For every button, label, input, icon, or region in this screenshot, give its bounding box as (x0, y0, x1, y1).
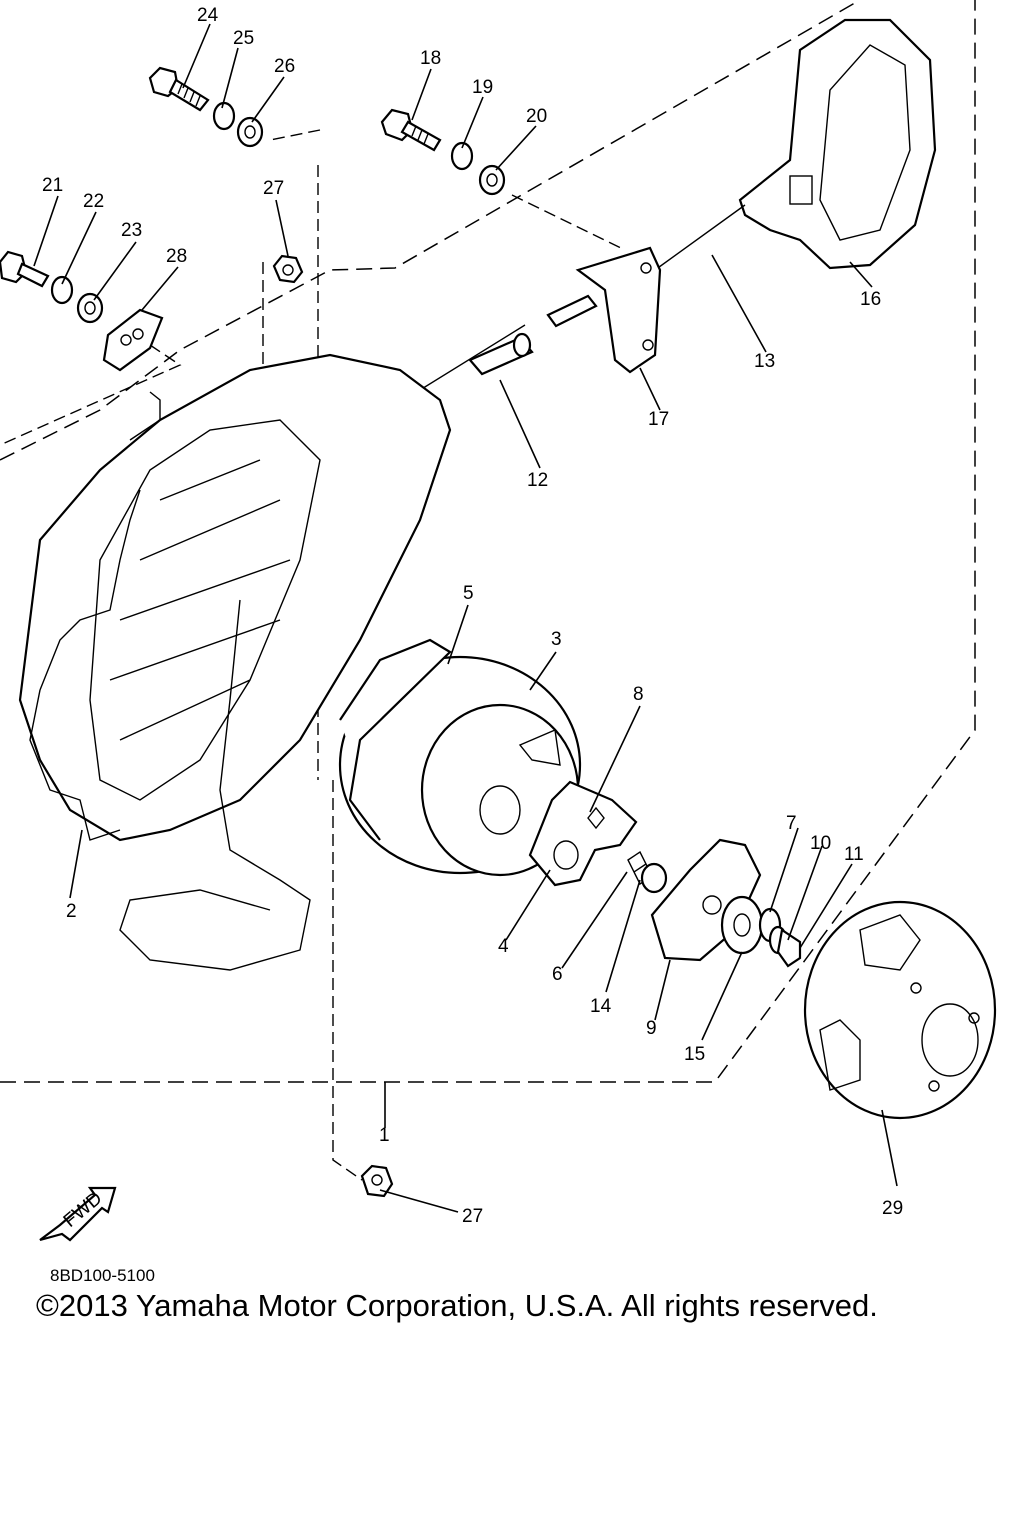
callout-3: 3 (551, 629, 562, 650)
callout-28: 28 (166, 246, 187, 267)
bolt-24 (148, 66, 210, 112)
return-spring-6 (627, 850, 668, 894)
callout-5: 5 (463, 583, 474, 604)
nut-27-lower (360, 1164, 394, 1198)
washer-26 (236, 116, 264, 148)
spring-washer-25 (212, 101, 236, 131)
bolt-21 (0, 250, 50, 288)
copyright-notice: ©2013 Yamaha Motor Corporation, U.S.A. A… (36, 1288, 878, 1323)
callout-25: 25 (233, 28, 254, 49)
callout-10: 10 (810, 833, 831, 854)
callout-14: 14 (590, 996, 612, 1017)
assembly-boundary (0, 0, 976, 1083)
stop-switch-wire (119, 599, 311, 971)
callout-27-upper: 27 (263, 178, 284, 199)
callout-24: 24 (197, 5, 219, 26)
callout-16: 16 (860, 289, 881, 310)
callout-11: 11 (844, 844, 864, 865)
callout-17: 17 (648, 409, 669, 430)
callout-20: 20 (526, 106, 547, 127)
callout-6: 6 (552, 964, 563, 985)
callout-13: 13 (754, 351, 775, 372)
washer-20 (478, 164, 506, 196)
pawl-spring-8 (587, 806, 605, 830)
starter-spring-5 (339, 638, 452, 841)
callout-2: 2 (66, 901, 77, 922)
spring-washer-22 (50, 275, 74, 305)
starter-case-1 (18, 353, 452, 842)
spring-washer-19 (450, 141, 474, 171)
callout-7: 7 (786, 813, 797, 834)
callout-9: 9 (646, 1018, 657, 1039)
callout-12: 12 (527, 470, 548, 491)
starter-handle-16 (738, 18, 937, 270)
bolt-11 (776, 928, 802, 968)
callout-27-lower: 27 (462, 1206, 483, 1227)
drive-pawl-4 (528, 780, 638, 887)
callout-23: 23 (121, 220, 142, 241)
washer-23 (76, 292, 104, 324)
drive-plate-29 (803, 900, 997, 1120)
starter-rope-13 (419, 204, 746, 391)
catalog-code: 8BD100-5100 (50, 1266, 155, 1285)
callout-21: 21 (42, 175, 63, 196)
callout-18: 18 (420, 48, 441, 69)
gasket-2 (29, 489, 141, 841)
forward-arrow-icon: FWD (39, 1186, 117, 1242)
callout-22: 22 (83, 191, 104, 212)
leader-lines (33, 23, 898, 1213)
callout-29: 29 (882, 1198, 903, 1219)
reference-line-20 (511, 194, 626, 251)
reference-line-27-lower (332, 780, 363, 1181)
bolt-18 (380, 108, 442, 152)
callout-19: 19 (472, 77, 493, 98)
reference-line-28 (0, 344, 182, 446)
callout-4: 4 (498, 936, 509, 957)
callout-1: 1 (379, 1125, 390, 1146)
callout-8: 8 (633, 684, 644, 705)
callout-15: 15 (684, 1044, 705, 1065)
bushing-15 (720, 895, 764, 955)
rope-guide-17 (575, 246, 662, 374)
nut-27-upper (272, 254, 304, 284)
callout-26: 26 (274, 56, 295, 77)
recoil-starter-exploded-diagram: FWD 24 25 26 18 19 20 21 22 23 28 27 16 … (0, 0, 997, 1242)
bracket-28 (102, 308, 164, 372)
